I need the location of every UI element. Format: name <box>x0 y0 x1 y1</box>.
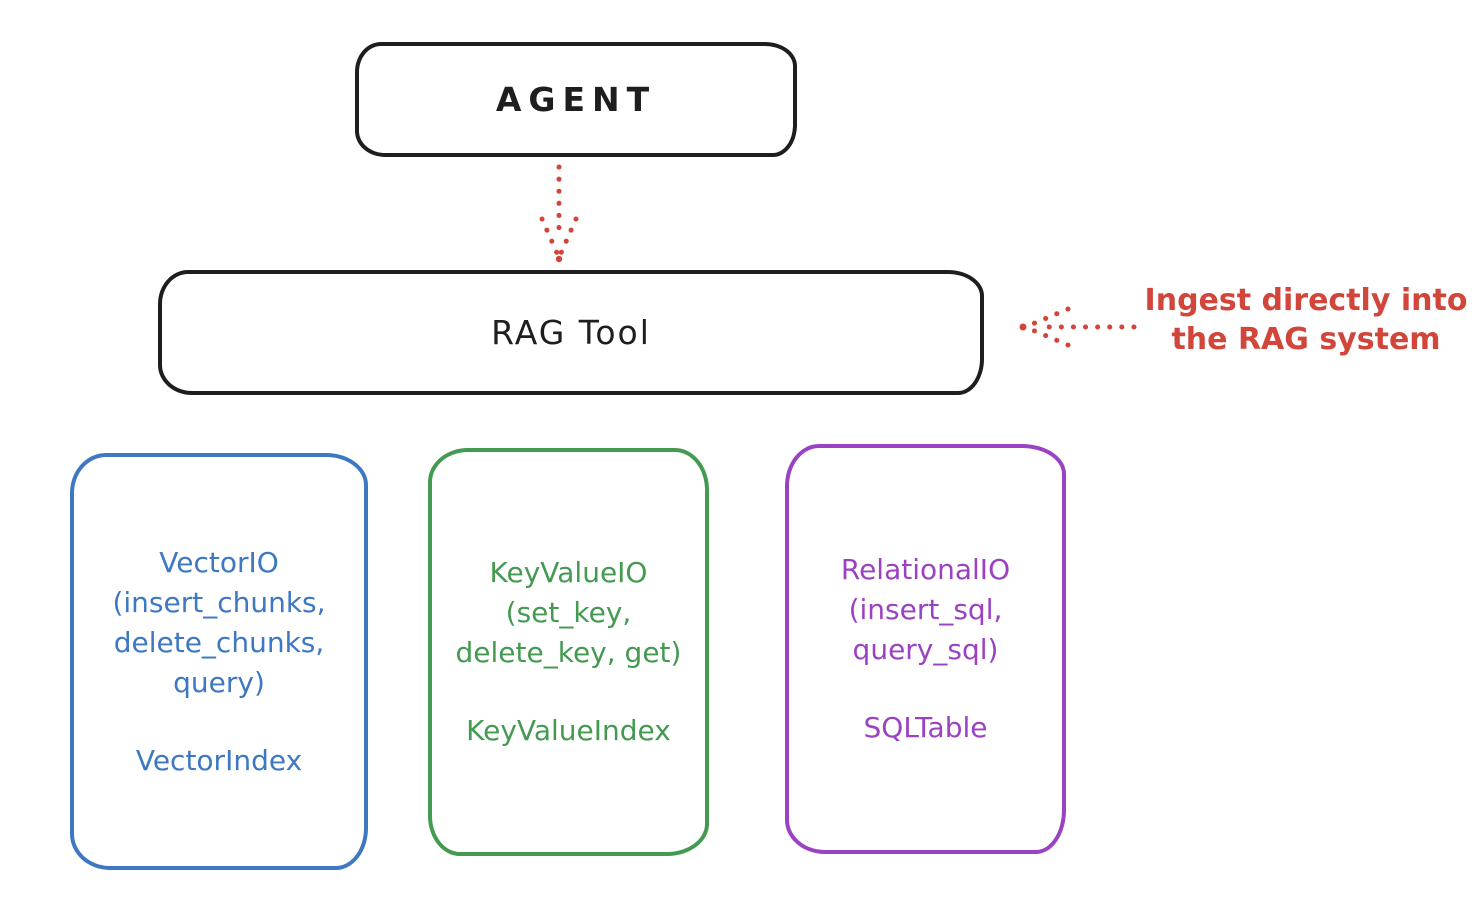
agent-label: AGENT <box>495 80 657 119</box>
ingest-dotted-left-arrow-icon <box>1019 306 1137 348</box>
vector-io-line: delete_chunks, <box>113 625 325 659</box>
vector-io-line: query) <box>173 665 265 699</box>
vector-io-line: (insert_chunks, <box>112 585 326 619</box>
rag-tool-label: RAG Tool <box>491 313 651 352</box>
keyvalue-io-box: KeyValueIO (set_key, delete_key, get) Ke… <box>428 448 709 856</box>
vector-io-line: VectorIO <box>159 545 279 579</box>
keyvalue-io-line: delete_key, get) <box>455 636 682 669</box>
rag-tool-node: RAG Tool <box>158 270 984 395</box>
sql-table-label: SQLTable <box>863 711 988 744</box>
agent-to-rag-dotted-down-arrow-icon <box>539 164 579 263</box>
ingest-annotation-line1: Ingest directly into <box>1144 283 1468 318</box>
keyvalue-io-line: (set_key, <box>505 596 632 629</box>
relational-io-line: RelationalIO <box>840 553 1011 586</box>
agent-node: AGENT <box>355 42 797 157</box>
keyvalue-index-label: KeyValueIndex <box>466 714 671 747</box>
relational-io-line: query_sql) <box>852 633 999 666</box>
vector-index-label: VectorIndex <box>135 743 303 777</box>
ingest-annotation-line2: the RAG system <box>1171 322 1441 357</box>
relational-io-line: (insert_sql, <box>848 593 1003 626</box>
vector-io-box: VectorIO (insert_chunks, delete_chunks, … <box>70 453 368 870</box>
keyvalue-io-line: KeyValueIO <box>489 556 648 589</box>
relational-io-box: RelationalIO (insert_sql, query_sql) SQL… <box>785 444 1066 854</box>
ingest-annotation: Ingest directly into the RAG system <box>1138 281 1474 359</box>
